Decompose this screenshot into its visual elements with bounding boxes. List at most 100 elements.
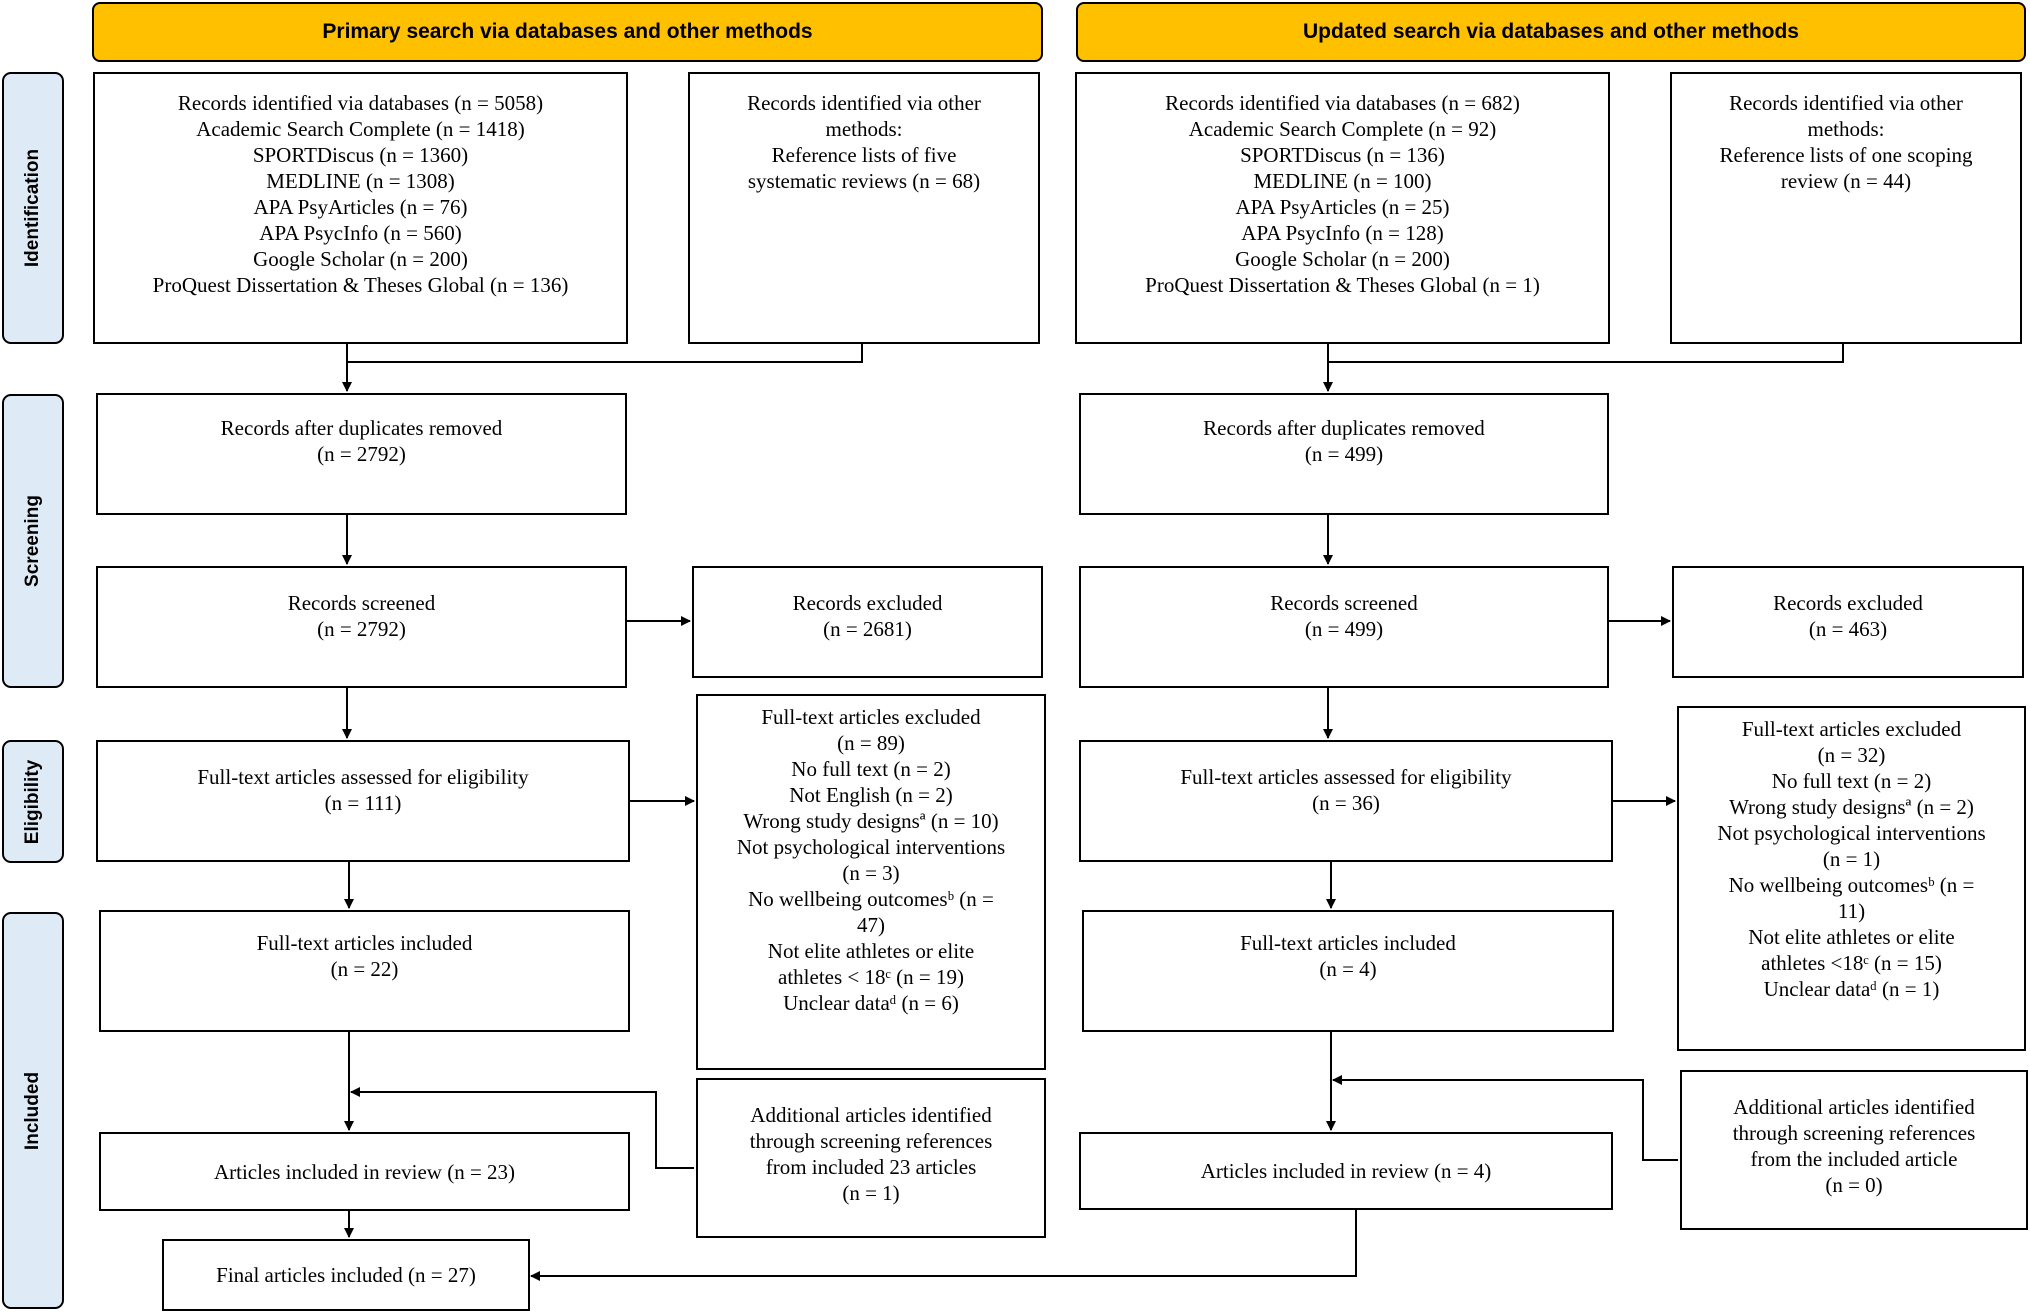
box-line: (n = 499)	[1304, 617, 1384, 641]
box-line: (n = 499)	[1304, 442, 1384, 466]
box-line: Not psychological interventions	[736, 835, 1006, 859]
box-line: (n = 22)	[330, 957, 399, 981]
box-line: Not psychological interventions	[1717, 821, 1986, 845]
box-line: No full text (n = 2)	[1771, 769, 1932, 793]
box-line: review (n = 44)	[1780, 169, 1912, 193]
box-line: 11)	[1837, 899, 1866, 923]
box-line: Records after duplicates removed	[220, 416, 503, 440]
box-line: Full-text articles assessed for eligibil…	[1180, 765, 1512, 789]
arrow-updated-additional-to-review	[1332, 1075, 1678, 1161]
box-line: Wrong study designsª (n = 10)	[743, 809, 999, 833]
updated-records-databases-box: Records identified via databases (n = 68…	[1075, 72, 1610, 344]
primary-fulltext-excluded-box: Full-text articles excluded (n = 89) No …	[696, 694, 1046, 1070]
updated-excluded-box: Records excluded (n = 463)	[1672, 566, 2024, 678]
box-line: (n = 111)	[324, 791, 402, 815]
box-line: Records identified via other	[1729, 91, 1963, 115]
arrow-updated-other-merge	[1328, 343, 1844, 363]
box-line: (n = 0)	[1825, 1173, 1883, 1197]
box-line: No full text (n = 2)	[791, 757, 951, 781]
updated-search-header-text: Updated search via databases and other m…	[1303, 20, 1799, 43]
box-line: from included 23 articles	[765, 1155, 977, 1179]
primary-screened-box: Records screened (n = 2792)	[96, 566, 627, 688]
box-line: Academic Search Complete (n = 92)	[1188, 117, 1497, 141]
box-line: Unclear dataᵈ (n = 6)	[783, 991, 959, 1015]
box-line: Records screened	[287, 591, 436, 615]
box-line: Records screened	[1270, 591, 1418, 615]
box-line: Reference lists of one scoping	[1719, 143, 1973, 167]
box-line: athletes <18ᶜ (n = 15)	[1761, 951, 1942, 975]
box-line: ProQuest Dissertation & Theses Global (n…	[152, 273, 569, 297]
box-line: Full-text articles included	[256, 931, 473, 955]
box-line: methods:	[825, 117, 903, 141]
updated-fulltext-included-box: Full-text articles included (n = 4)	[1082, 910, 1614, 1032]
primary-dedup-box: Records after duplicates removed (n = 27…	[96, 393, 627, 515]
box-line: Records identified via other	[747, 91, 981, 115]
box-line: Records excluded	[1773, 591, 1923, 615]
box-line: methods:	[1807, 117, 1885, 141]
updated-fulltext-assessed-box: Full-text articles assessed for eligibil…	[1079, 740, 1613, 862]
final-articles-box: Final articles included (n = 27)	[162, 1239, 530, 1311]
box-line: Not elite athletes or elite	[767, 939, 975, 963]
box-line: Full-text articles excluded	[761, 705, 981, 729]
box-line: APA PsyArticles (n = 76)	[253, 195, 468, 219]
box-line: through screening references	[749, 1129, 993, 1153]
box-line: Full-text articles included	[1240, 931, 1456, 955]
box-line: Additional articles identified	[1733, 1095, 1975, 1119]
box-line: No wellbeing outcomesᵇ (n =	[748, 887, 994, 911]
updated-fulltext-excluded-box: Full-text articles excluded (n = 32) No …	[1677, 706, 2026, 1051]
box-line: Final articles included (n = 27)	[216, 1263, 476, 1287]
box-line: APA PsycInfo (n = 560)	[259, 221, 462, 245]
box-line: Reference lists of five	[771, 143, 957, 167]
box-line: SPORTDiscus (n = 136)	[1240, 143, 1445, 167]
updated-screened-box: Records screened (n = 499)	[1079, 566, 1609, 688]
box-line: Not English (n = 2)	[789, 783, 953, 807]
arrow-primary-additional-to-review	[350, 1087, 694, 1169]
phase-included: Included	[2, 912, 64, 1309]
box-line: from the included article	[1750, 1147, 1958, 1171]
box-line: through screening references	[1732, 1121, 1976, 1145]
box-line: (n = 89)	[837, 731, 905, 755]
arrow-updated-review-to-final	[530, 1210, 1357, 1281]
primary-additional-box: Additional articles identified through s…	[696, 1078, 1046, 1238]
box-line: (n = 32)	[1817, 743, 1886, 767]
box-line: Records identified via databases (n = 68…	[1165, 91, 1520, 115]
box-line: Academic Search Complete (n = 1418)	[196, 117, 525, 141]
box-line: Additional articles identified	[750, 1103, 992, 1127]
box-line: ProQuest Dissertation & Theses Global (n…	[1145, 273, 1540, 297]
primary-records-other-box: Records identified via other methods: Re…	[688, 72, 1040, 344]
phase-included-label: Included	[22, 1071, 43, 1150]
box-line: Wrong study designsª (n = 2)	[1729, 795, 1974, 819]
arrow-primary-other-merge	[347, 343, 863, 363]
box-line: APA PsyArticles (n = 25)	[1235, 195, 1450, 219]
phase-identification-label: Identification	[22, 148, 43, 268]
primary-search-header: Primary search via databases and other m…	[92, 2, 1043, 62]
primary-excluded-box: Records excluded (n = 2681)	[692, 566, 1043, 678]
phase-eligibility-label: Eligibility	[22, 759, 43, 844]
updated-dedup-box: Records after duplicates removed (n = 49…	[1079, 393, 1609, 515]
box-line: APA PsycInfo (n = 128)	[1241, 221, 1444, 245]
box-line: (n = 36)	[1312, 791, 1380, 815]
box-line: SPORTDiscus (n = 1360)	[252, 143, 469, 167]
box-line: Articles included in review (n = 4)	[1200, 1159, 1492, 1183]
box-line: Not elite athletes or elite	[1748, 925, 1955, 949]
box-line: Unclear dataᵈ (n = 1)	[1763, 977, 1940, 1001]
primary-search-header-text: Primary search via databases and other m…	[322, 20, 813, 43]
box-line: (n = 2681)	[823, 617, 912, 641]
box-line: systematic reviews (n = 68)	[747, 169, 981, 193]
primary-fulltext-assessed-box: Full-text articles assessed for eligibil…	[96, 740, 630, 862]
box-line: 47)	[857, 913, 885, 937]
primary-records-databases-box: Records identified via databases (n = 50…	[93, 72, 628, 344]
updated-records-other-box: Records identified via other methods: Re…	[1670, 72, 2022, 344]
box-line: (n = 2792)	[317, 442, 406, 466]
box-line: MEDLINE (n = 100)	[1253, 169, 1432, 193]
box-line: (n = 4)	[1319, 957, 1377, 981]
phase-screening-label: Screening	[22, 495, 43, 587]
phase-eligibility: Eligibility	[2, 740, 64, 863]
box-line: Records after duplicates removed	[1203, 416, 1485, 440]
updated-search-header: Updated search via databases and other m…	[1076, 2, 2026, 62]
box-line: Full-text articles excluded	[1741, 717, 1962, 741]
box-line: Records excluded	[792, 591, 943, 615]
box-line: (n = 1)	[842, 1181, 900, 1205]
